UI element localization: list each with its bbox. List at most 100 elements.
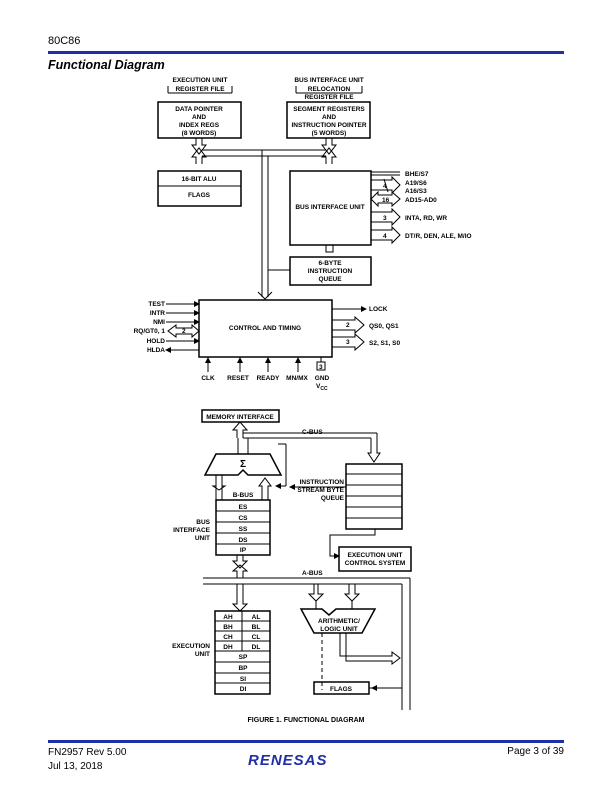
input-clk: CLK <box>201 375 215 382</box>
segment-regs-text-3: INSTRUCTION POINTER <box>291 122 366 129</box>
rq-width: 2 <box>182 328 186 335</box>
output-width-1: 2 <box>346 322 350 329</box>
figure-caption: FIGURE 1. FUNCTIONAL DIAGRAM <box>248 717 365 724</box>
reg-bl: BL <box>252 624 261 631</box>
instruction-queue-text-2: STREAM BYTE <box>297 487 344 494</box>
reg-bh: BH <box>223 624 233 631</box>
seg-reg-ds: DS <box>238 537 248 544</box>
biu-caption-2: RELOCATION <box>308 86 351 93</box>
data-pointer-text-4: (8 WORDS) <box>182 130 217 137</box>
input-gnd: GND <box>315 375 330 382</box>
input-rqgt: RQ/GT0, 1 <box>134 328 166 335</box>
data-pointer-text-1: DATA POINTER <box>175 106 223 113</box>
input-intr: INTR <box>150 310 165 317</box>
input-hold: HOLD <box>147 338 166 345</box>
c-bus-label: C-BUS <box>302 429 323 436</box>
input-mnmx: MN/MX <box>286 375 308 382</box>
data-pointer-text-2: AND <box>192 114 206 121</box>
input-ready: READY <box>257 375 280 382</box>
eu-control-text-2: CONTROL SYSTEM <box>345 560 406 567</box>
section-title: Functional Diagram <box>48 58 165 72</box>
seg-reg-ip: IP <box>240 547 247 554</box>
output-qs: QS0, QS1 <box>369 323 399 330</box>
reg-bp: BP <box>238 665 248 672</box>
eu-control-text-1: EXECUTION UNIT <box>348 552 403 559</box>
b-bus-label: B-BUS <box>233 492 254 499</box>
alu-text-1: ARITHMETIC/ <box>318 618 360 625</box>
reg-cl: CL <box>252 634 261 641</box>
instruction-queue-text-1: INSTRUCTION <box>300 479 345 486</box>
biu-caption-1: BUS INTERFACE UNIT <box>294 77 363 84</box>
alu-text-2: LOGIC UNIT <box>320 626 358 633</box>
seg-reg-ss: SS <box>239 526 248 533</box>
reg-si: SI <box>240 676 246 683</box>
input-test: TEST <box>148 301 165 308</box>
footer-doc-id: FN2957 Rev 5.00 <box>48 747 127 758</box>
header-part-number: 80C86 <box>48 35 81 47</box>
memory-interface-text: MEMORY INTERFACE <box>206 414 274 421</box>
alu-flags-box <box>157 170 242 207</box>
eu-caption-2: REGISTER FILE <box>175 86 225 93</box>
bus-signal-1: BHE/S7 <box>405 171 429 178</box>
biu-label-3: UNIT <box>195 535 210 542</box>
sigma-symbol: Σ <box>240 459 246 470</box>
reg-dl: DL <box>252 644 261 651</box>
a-bus-label: A-BUS <box>302 570 323 577</box>
output-lock: LOCK <box>369 306 388 313</box>
queue-text-3: QUEUE <box>318 276 342 283</box>
bus-width-3: 3 <box>383 215 387 222</box>
segment-regs-text-1: SEGMENT REGISTERS <box>293 106 365 113</box>
segment-regs-text-4: (5 WORDS) <box>312 130 347 137</box>
queue-text-2: INSTRUCTION <box>308 268 353 275</box>
bus-width-4: 4 <box>383 233 387 240</box>
instruction-queue-text-3: QUEUE <box>321 495 345 502</box>
input-nmi: NMI <box>153 319 165 326</box>
footer-date: Jul 13, 2018 <box>48 761 103 772</box>
biu-label-2: INTERFACE <box>173 527 211 534</box>
bus-width-1: 4 <box>383 183 387 190</box>
flags-box-bottom <box>313 681 370 695</box>
biu-caption-3: REGISTER FILE <box>304 94 354 101</box>
footer-page: Page 3 of 39 <box>507 746 564 757</box>
reg-di: DI <box>240 686 247 693</box>
bus-width-2: 16 <box>382 197 390 204</box>
eu-label-1: EXECUTION <box>172 643 210 650</box>
bus-signal-3: A16/S3 <box>405 188 427 195</box>
segment-regs-text-2: AND <box>322 114 336 121</box>
input-vcc: VCC <box>316 383 328 392</box>
bus-signal-6: DT/R, DEN, ALE, M/IO <box>405 233 472 240</box>
reg-ch: CH <box>223 634 233 641</box>
reg-sp: SP <box>239 654 248 661</box>
bus-interface-unit-box <box>289 170 372 246</box>
bus-signal-2: A19/S6 <box>405 180 427 187</box>
gnd-width: 3 <box>319 364 323 371</box>
reg-al: AL <box>252 614 261 621</box>
output-s: S2, S1, S0 <box>369 340 400 347</box>
instruction-queue-box <box>289 256 372 286</box>
segment-registers-box <box>286 101 371 139</box>
biu-text: BUS INTERFACE UNIT <box>295 204 364 211</box>
seg-reg-es: ES <box>239 504 248 511</box>
reg-dh: DH <box>223 644 233 651</box>
footer-rule <box>48 740 564 743</box>
eu-label-2: UNIT <box>195 651 210 658</box>
footer-left: FN2957 Rev 5.00 Jul 13, 2018 <box>48 746 126 774</box>
input-reset: RESET <box>227 375 249 382</box>
data-pointer-box <box>157 101 242 139</box>
data-pointer-text-3: INDEX REGS <box>179 122 220 129</box>
input-hlda: HLDA <box>147 347 165 354</box>
bus-signal-5: INTA, RD, WR <box>405 215 447 222</box>
alu-text: 16-BIT ALU <box>182 176 217 183</box>
reg-ah: AH <box>223 614 233 621</box>
sigma-adder <box>203 453 283 476</box>
bus-signal-4: AD15-AD0 <box>405 197 437 204</box>
renesas-logo: RENESAS <box>248 752 328 769</box>
control-timing-text: CONTROL AND TIMING <box>229 325 301 332</box>
queue-text-1: 6-BYTE <box>318 260 342 267</box>
biu-label-1: BUS <box>196 519 210 526</box>
header-rule <box>48 51 564 54</box>
output-width-2: 3 <box>346 339 350 346</box>
eu-control-box <box>338 546 412 572</box>
seg-reg-cs: CS <box>238 515 248 522</box>
